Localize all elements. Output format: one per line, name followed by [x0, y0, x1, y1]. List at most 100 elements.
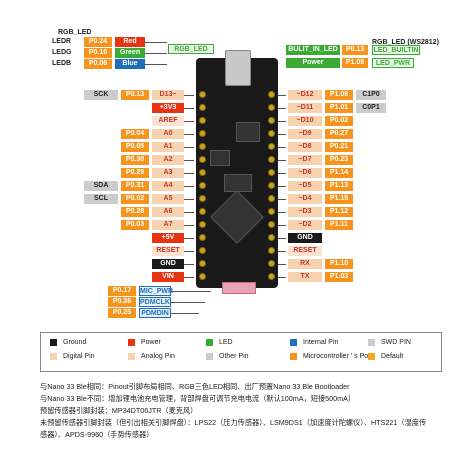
pin-pad: [268, 143, 275, 150]
pin-pad: [199, 234, 206, 241]
right-pin-port: P1.01: [325, 103, 353, 113]
leader-line: [278, 95, 286, 96]
leader-line: [184, 212, 194, 213]
ws2812-title: RGB_LED (WS2812): [372, 39, 439, 46]
leader-line: [145, 64, 167, 65]
left-pin-label: A7: [152, 220, 184, 230]
builtin-led-name: LED_BUILTIN: [372, 45, 420, 55]
bottom-pin-name: PDMCLK: [139, 297, 171, 307]
legend-swatch: [290, 338, 297, 346]
left-pin-label: A6: [152, 207, 184, 217]
right-pin-alt: C1P0: [356, 90, 386, 100]
legend-label: Internal Pin: [303, 339, 339, 346]
pin-pad: [268, 156, 275, 163]
legend-label: Microcontroller ' s Port: [303, 353, 373, 360]
pin-pad: [199, 104, 206, 111]
rgb-led-title: RGB_LED: [58, 29, 92, 36]
right-pin-label: ~D7: [288, 155, 322, 165]
power-led-name: LED_PWR: [372, 58, 414, 68]
legend-label: LED: [219, 339, 233, 346]
left-pin-label: +5V: [152, 233, 184, 243]
right-pin-label: ~D2: [288, 220, 322, 230]
bottom-pin-port: P0.25: [108, 308, 136, 318]
right-pin-port: P1.14: [325, 168, 353, 178]
leader-line: [278, 147, 286, 148]
rgb-led-row-name: LEDG: [52, 49, 72, 56]
left-pin-port: P0.03: [121, 220, 149, 230]
pin-pad: [199, 143, 206, 150]
left-pin-label: A2: [152, 155, 184, 165]
right-pin-alt: C0P1: [356, 103, 386, 113]
pin-pad: [268, 182, 275, 189]
left-pin-label: A4: [152, 181, 184, 191]
legend-item: Digital Pin: [50, 352, 95, 361]
note-line: 与Nano 33 Ble不同：增加锂电池充电管理，背部焊盘可调节充电电流（默认1…: [40, 394, 356, 403]
right-pin-label: RX: [288, 259, 322, 269]
rgb-led-row-color: Red: [115, 37, 145, 47]
leader-line: [278, 121, 286, 122]
pin-pad: [268, 104, 275, 111]
leader-line: [278, 134, 286, 135]
left-pin-alt: SCK: [84, 90, 118, 100]
pin-pad: [268, 169, 275, 176]
builtin-led-port: P0.13: [342, 45, 368, 55]
usb-c-connector: [225, 50, 251, 86]
note-line: 与Nano 33 Ble相同：Pinout引脚布局相同、RGB三色LED相同、出…: [40, 382, 350, 391]
right-pin-port: P0.27: [325, 129, 353, 139]
pin-pad: [268, 130, 275, 137]
leader-line: [184, 95, 194, 96]
right-pin-port: P1.13: [325, 181, 353, 191]
legend-swatch: [128, 338, 135, 346]
leader-line: [184, 277, 194, 278]
pin-pad: [199, 208, 206, 215]
leader-line: [278, 199, 286, 200]
component-chip: [210, 150, 230, 166]
pin-pad: [199, 117, 206, 124]
rgb-led-row-port: P0.24: [84, 37, 112, 47]
leader-line: [278, 225, 286, 226]
left-pin-port: P0.30: [121, 155, 149, 165]
right-pin-port: P0.23: [325, 155, 353, 165]
legend-label: SWD PIN: [381, 339, 411, 346]
legend-label: Other Pin: [219, 353, 249, 360]
leader-line: [171, 302, 205, 303]
pin-pad: [268, 221, 275, 228]
rgb-led-row-color: Green: [115, 48, 145, 58]
right-pin-label: TX: [288, 272, 322, 282]
left-pin-port: P0.31: [121, 181, 149, 191]
left-pin-label: A5: [152, 194, 184, 204]
pin-pad: [268, 117, 275, 124]
leader-line: [278, 160, 286, 161]
legend-item: Microcontroller ' s Port: [290, 352, 372, 361]
legend-swatch: [368, 352, 375, 360]
legend-item: Ground: [50, 338, 86, 347]
left-pin-port: P0.13: [121, 90, 149, 100]
leader-line: [145, 53, 167, 54]
left-pin-alt: SDA: [84, 181, 118, 191]
leader-line: [145, 42, 167, 43]
pin-pad: [199, 91, 206, 98]
left-pin-label: VIN: [152, 272, 184, 282]
right-pin-port: P1.12: [325, 207, 353, 217]
pin-pad: [199, 169, 206, 176]
builtin-led-label: BULIT_IN_LED: [286, 45, 340, 55]
left-pin-port: P0.05: [121, 142, 149, 152]
leader-line: [278, 173, 286, 174]
legend-item: Internal Pin: [290, 338, 338, 347]
legend-item: Other Pin: [206, 352, 249, 361]
pin-pad: [199, 260, 206, 267]
right-pin-label: ~D6: [288, 168, 322, 178]
leader-line: [184, 134, 194, 135]
note-line: 预留传感器引脚封装：MP34DT06JTR（麦克风）: [40, 406, 198, 415]
battery-connector: [222, 282, 256, 294]
leader-line: [184, 108, 194, 109]
left-pin-label: A0: [152, 129, 184, 139]
leader-line: [278, 212, 286, 213]
legend-label: Analog Pin: [141, 353, 175, 360]
left-pin-port: P0.04: [121, 129, 149, 139]
right-pin-port: P0.21: [325, 142, 353, 152]
note-line: 未预留传感器引脚封装（但引出相关引脚焊盘）：LPS22（压力传感器）、LSM9D…: [40, 418, 427, 427]
rgb-led-row-port: P0.06: [84, 59, 112, 69]
leader-line: [184, 199, 194, 200]
right-pin-label: ~D10: [288, 116, 322, 126]
